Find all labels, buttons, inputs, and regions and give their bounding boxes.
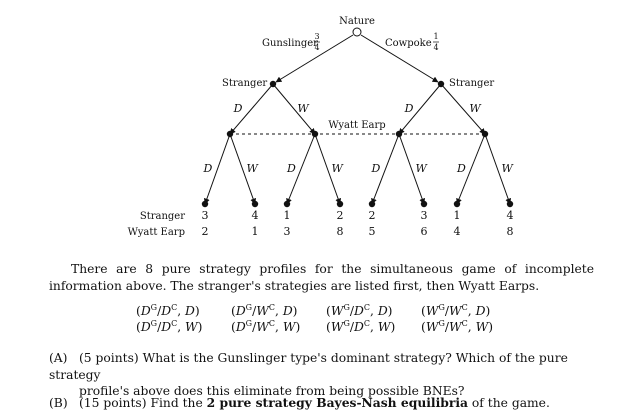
terminal-node xyxy=(201,200,209,208)
question-a-tag: (A) xyxy=(49,351,68,365)
earp-branch xyxy=(398,133,426,205)
strategy-profile: (WG/DC, W) xyxy=(326,318,396,334)
earp-action-label: D xyxy=(370,162,380,175)
strategy-profile: (DG/WC, W) xyxy=(231,318,301,334)
payoff-earp: 8 xyxy=(337,225,344,238)
payoff-stranger: 2 xyxy=(337,209,344,222)
type-label-gunslinger: Gunslinger xyxy=(262,38,318,49)
terminal-node xyxy=(336,200,344,208)
branch-gunslinger xyxy=(275,34,354,83)
earp-branch xyxy=(314,133,342,205)
stranger-action-label: W xyxy=(297,102,310,115)
profile-row: (DG/DC, W) (DG/WC, W) (WG/DC, W) (WG/WC, W) xyxy=(136,319,511,335)
payoff-earp: 1 xyxy=(252,225,259,238)
terminal-node xyxy=(453,200,461,208)
earp-action-label: D xyxy=(202,162,212,175)
question-b-post: of the game. xyxy=(468,396,550,410)
question-a-line2: profile's above does this eliminate from… xyxy=(79,384,465,398)
earp-branch xyxy=(371,133,400,205)
info-set-label: Wyatt Earp xyxy=(328,120,385,131)
prob-numerator: 1 xyxy=(433,32,438,41)
payoff-stranger: 3 xyxy=(202,209,209,222)
question-a-line1: (5 points) What is the Gunslinger type's… xyxy=(49,351,568,382)
payoff-stranger: 1 xyxy=(454,209,461,222)
earp-action-label: W xyxy=(246,162,259,175)
earp-action-label: W xyxy=(415,162,428,175)
payoff-row-label-earp: Wyatt Earp xyxy=(128,227,185,238)
earp-branch xyxy=(203,133,231,205)
question-b-pre: (15 points) Find the xyxy=(79,396,207,410)
earp-branch xyxy=(286,133,316,205)
profile-row: (DG/DC, D) (DG/WC, D) (WG/DC, D) (WG/WC, D) xyxy=(136,303,511,319)
stranger-branch xyxy=(272,83,316,135)
strategy-profile: (WG/WC, D) xyxy=(421,302,491,318)
payoff-earp: 4 xyxy=(454,225,461,238)
payoff-earp: 8 xyxy=(507,225,514,238)
prob-denominator: 4 xyxy=(314,43,319,52)
payoff-earp: 6 xyxy=(421,225,428,238)
question-b-bold: 2 pure strategy Bayes-Nash equilibria xyxy=(206,395,468,410)
question-a: (A)(5 points) What is the Gunslinger typ… xyxy=(49,350,594,400)
nature-node xyxy=(352,27,362,37)
payoff-stranger: 3 xyxy=(421,209,428,222)
earp-action-label: D xyxy=(456,162,466,175)
prob-denominator: 4 xyxy=(433,43,438,52)
earp-action-label: W xyxy=(501,162,514,175)
terminal-node xyxy=(368,200,376,208)
payoff-row-label-stranger: Stranger xyxy=(140,211,185,222)
stranger-label-left: Stranger xyxy=(222,78,267,89)
stranger-node xyxy=(269,80,277,88)
strategy-profile: (WG/DC, D) xyxy=(326,302,393,318)
terminal-node xyxy=(506,200,514,208)
question-b: (B) (15 points) Find the 2 pure strategy … xyxy=(49,395,594,412)
earp-action-label: D xyxy=(286,162,296,175)
strategy-profile: (DG/WC, D) xyxy=(231,302,298,318)
stranger-branch xyxy=(398,83,442,135)
terminal-node xyxy=(283,200,291,208)
terminal-node xyxy=(420,200,428,208)
stranger-node xyxy=(437,80,445,88)
intro-paragraph: There are 8 pure strategy profiles for t… xyxy=(49,262,594,293)
payoff-stranger: 4 xyxy=(252,209,259,222)
question-b-tag: (B) xyxy=(49,396,68,410)
strategy-profile: (DG/DC, W) xyxy=(136,318,203,334)
payoff-stranger: 1 xyxy=(284,209,291,222)
earp-branch xyxy=(484,133,512,205)
stranger-label-right: Stranger xyxy=(449,78,494,89)
stranger-branch xyxy=(440,83,486,135)
nature-label: Nature xyxy=(339,16,375,27)
payoff-earp: 2 xyxy=(202,225,209,238)
payoff-earp: 5 xyxy=(369,225,376,238)
earp-branch xyxy=(456,133,486,205)
prob-numerator: 3 xyxy=(314,32,319,41)
payoff-earp: 3 xyxy=(284,225,291,238)
branch-cowpoke xyxy=(360,34,439,83)
payoff-stranger: 2 xyxy=(369,209,376,222)
type-label-cowpoke: Cowpoke xyxy=(385,38,432,49)
strategy-profile: (DG/DC, D) xyxy=(136,302,200,318)
stranger-action-label: W xyxy=(469,102,482,115)
stranger-action-label: D xyxy=(404,102,414,115)
earp-branch xyxy=(229,133,257,205)
stranger-action-label: D xyxy=(233,102,243,115)
strategy-profile: (WG/WC, W) xyxy=(421,318,494,334)
earp-action-label: W xyxy=(331,162,344,175)
strategy-profiles: (DG/DC, D) (DG/WC, D) (WG/DC, D) (WG/WC, D)… xyxy=(136,303,511,335)
payoff-stranger: 4 xyxy=(507,209,514,222)
terminal-node xyxy=(251,200,259,208)
stranger-branch xyxy=(229,83,274,135)
